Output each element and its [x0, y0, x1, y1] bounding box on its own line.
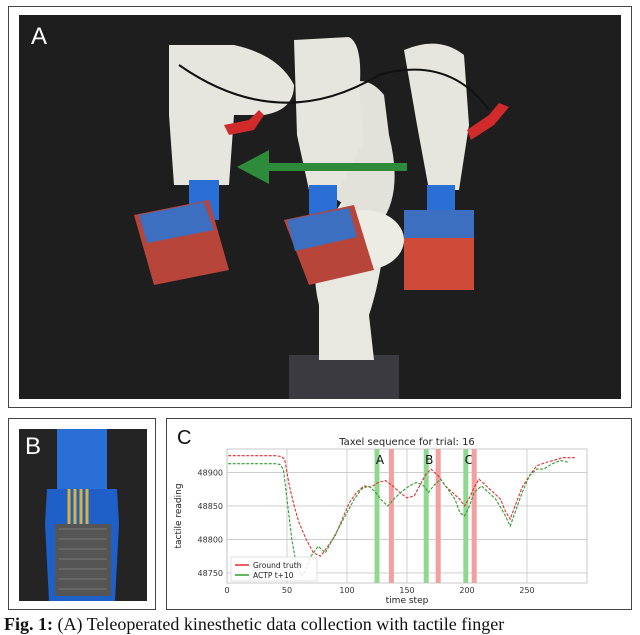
x-tick-label: 0 — [224, 586, 229, 595]
chart-grid — [226, 449, 587, 583]
handle-left — [224, 110, 264, 135]
y-tick-label: 48850 — [198, 502, 223, 511]
finger-mount — [57, 429, 107, 489]
y-tick-label: 48900 — [198, 468, 223, 477]
panel-b-figure: B — [8, 418, 156, 610]
handle-right — [467, 103, 509, 140]
chart-xlabel: time step — [386, 596, 429, 606]
x-tick-label: 50 — [282, 586, 292, 595]
robot-arm-left — [169, 45, 294, 185]
figure-caption: Fig. 1: (A) Teleoperated kinesthetic dat… — [4, 614, 504, 635]
marker-label: C — [465, 453, 473, 467]
x-tick-label: 200 — [459, 586, 474, 595]
robot-photo-illustration — [134, 37, 509, 399]
robot-arm-right — [404, 43, 469, 190]
y-tick-label: 48800 — [198, 535, 223, 544]
caption-text: (A) Teleoperated kinesthetic data collec… — [57, 614, 505, 634]
marker-label: A — [376, 453, 385, 467]
robot-arm-middle — [294, 37, 364, 190]
legend-entry: Ground truth — [253, 561, 302, 570]
chart-ylabel: tactile reading — [174, 483, 184, 548]
x-tick-label: 150 — [399, 586, 414, 595]
robot-cable — [178, 64, 490, 111]
series-line-1 — [228, 459, 570, 578]
panel-letter-b: B — [25, 433, 42, 460]
series-line-0 — [228, 455, 575, 557]
soup-box-left-top — [139, 202, 214, 243]
marker-label: B — [425, 453, 433, 467]
tactile-pad-texture — [59, 528, 107, 590]
chart-series — [228, 455, 575, 578]
y-tick-label: 48750 — [198, 569, 223, 578]
plot-frame — [226, 448, 588, 584]
marker-band-red — [435, 449, 441, 583]
robot-base — [289, 355, 399, 399]
panel-c-figure: C A B C 48750 48800 48850 48900 0 50 100 150 200 25… — [166, 418, 632, 610]
marker-band-green — [374, 449, 380, 583]
tactile-pad — [55, 524, 111, 596]
marker-band-green — [463, 449, 469, 583]
panel-letter-a: A — [31, 23, 48, 50]
x-tick-label: 250 — [519, 586, 534, 595]
chart-axes: 48750 48800 48850 48900 0 50 100 150 200 250 — [198, 448, 588, 595]
soup-box-right-top — [404, 210, 474, 238]
chart-markers: A B C — [374, 449, 477, 583]
panel-letter-c: C — [177, 427, 192, 449]
soup-box-middle-top — [287, 208, 357, 251]
x-tick-label: 100 — [339, 586, 354, 595]
marker-band-red — [388, 449, 394, 583]
robot-photo: A — [19, 15, 621, 399]
motion-arrow-head — [237, 150, 269, 184]
caption-fig-label: Fig. 1: — [4, 614, 53, 634]
tactile-finger-photo: B — [19, 429, 147, 601]
legend-entry: ACTP t+10 — [253, 571, 294, 580]
marker-band-green — [423, 449, 429, 583]
legend-box — [230, 556, 318, 582]
marker-band-red — [471, 449, 477, 583]
finger-wires — [67, 489, 89, 524]
tactile-finger-illustration — [45, 429, 119, 601]
chart-title: Taxel sequence for trial: 16 — [338, 437, 475, 448]
panel-a-figure: A — [8, 6, 632, 408]
